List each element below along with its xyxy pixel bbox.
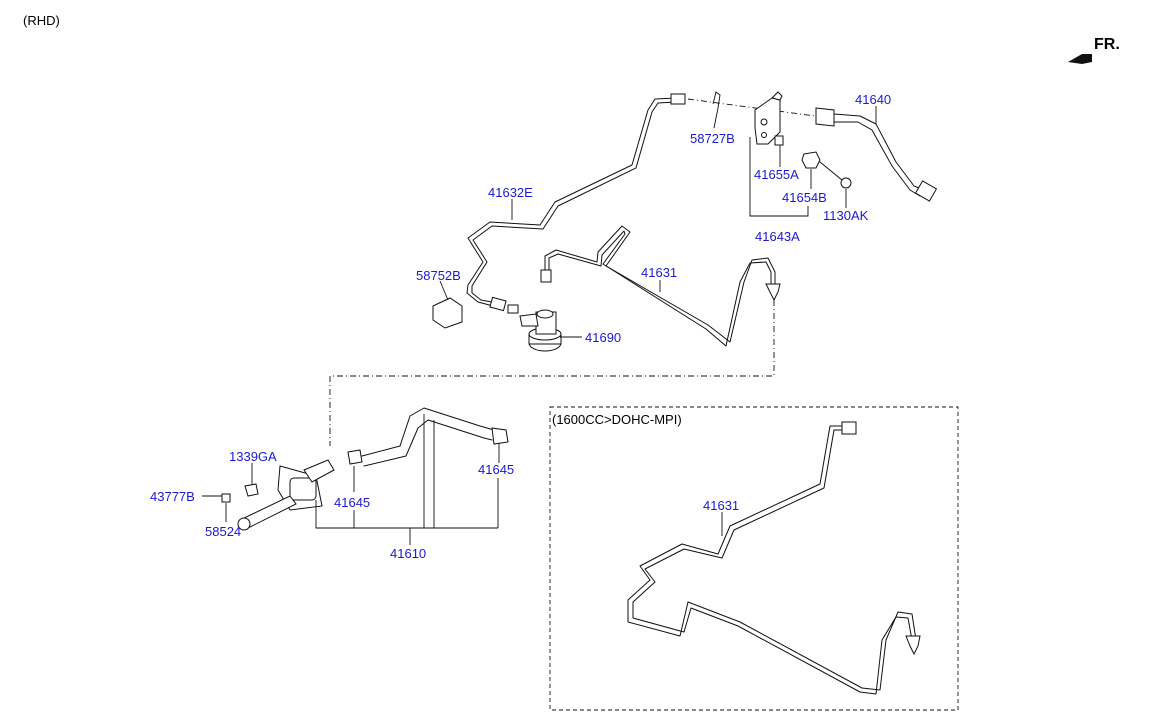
part-label-41645-right[interactable]: 41645 (478, 462, 515, 477)
part-label-58752B[interactable]: 58752B (416, 268, 461, 283)
part-label-41632E[interactable]: 41632E (488, 185, 533, 200)
clip-58727B-icon (712, 91, 721, 109)
reservoir-hose-41645 (347, 407, 509, 467)
tube-nut-41631-top (540, 269, 552, 283)
tube-end-fitting-icon (765, 283, 781, 302)
variant-tube-nut-top (841, 421, 857, 435)
part-label-41643A[interactable]: 41643A (755, 229, 800, 244)
front-direction-label: FR. (1094, 36, 1120, 53)
hose-41640 (815, 107, 938, 202)
part-label-1339GA[interactable]: 1339GA (229, 449, 277, 464)
part-label-41654B[interactable]: 41654B (782, 190, 827, 205)
part-label-43777B[interactable]: 43777B (150, 489, 195, 504)
master-cylinder-41610-icon (237, 459, 335, 531)
part-label-58524[interactable]: 58524 (205, 524, 242, 539)
tube-nut-upper (670, 93, 686, 105)
part-label-41631[interactable]: 41631 (641, 265, 678, 280)
variant-box-title: (1600CC>DOHC-MPI) (552, 412, 682, 427)
part-label-41690[interactable]: 41690 (585, 330, 622, 345)
bushing-41655A-icon (774, 135, 784, 146)
centerline-connector (329, 300, 775, 446)
damper-41690-icon (519, 309, 562, 352)
part-label-41655A[interactable]: 41655A (754, 167, 799, 182)
tube-joint (507, 304, 519, 314)
variant-tube-end-fitting-icon (905, 635, 921, 656)
tube-nut-lower (489, 296, 507, 312)
drive-side-note: (RHD) (23, 13, 60, 28)
clutch-tube-41631-variant (627, 425, 917, 695)
part-label-41640[interactable]: 41640 (855, 92, 892, 107)
part-label-41645-left[interactable]: 41645 (334, 495, 371, 510)
part-label-58727B[interactable]: 58727B (690, 131, 735, 146)
clutch-tube-41631-upper (544, 225, 776, 347)
front-direction-arrow-icon (1068, 54, 1092, 64)
variant-1600cc-box (549, 406, 959, 711)
leader-lines (202, 106, 877, 545)
clutch-tube-41632E (466, 97, 677, 308)
part-label-41610[interactable]: 41610 (390, 546, 427, 561)
bolt-1130AK-icon (819, 161, 852, 189)
centerline-upper (687, 98, 831, 119)
part-label-41631-variant[interactable]: 41631 (703, 498, 740, 513)
part-label-1130AK[interactable]: 1130AK (823, 208, 869, 223)
clip-58752B-icon (432, 297, 463, 329)
bushing-41654B-icon (801, 151, 821, 169)
nut-1339GA-icon (244, 483, 259, 497)
bracket-41643A-icon (754, 91, 783, 145)
pin-58524-icon (221, 493, 231, 503)
